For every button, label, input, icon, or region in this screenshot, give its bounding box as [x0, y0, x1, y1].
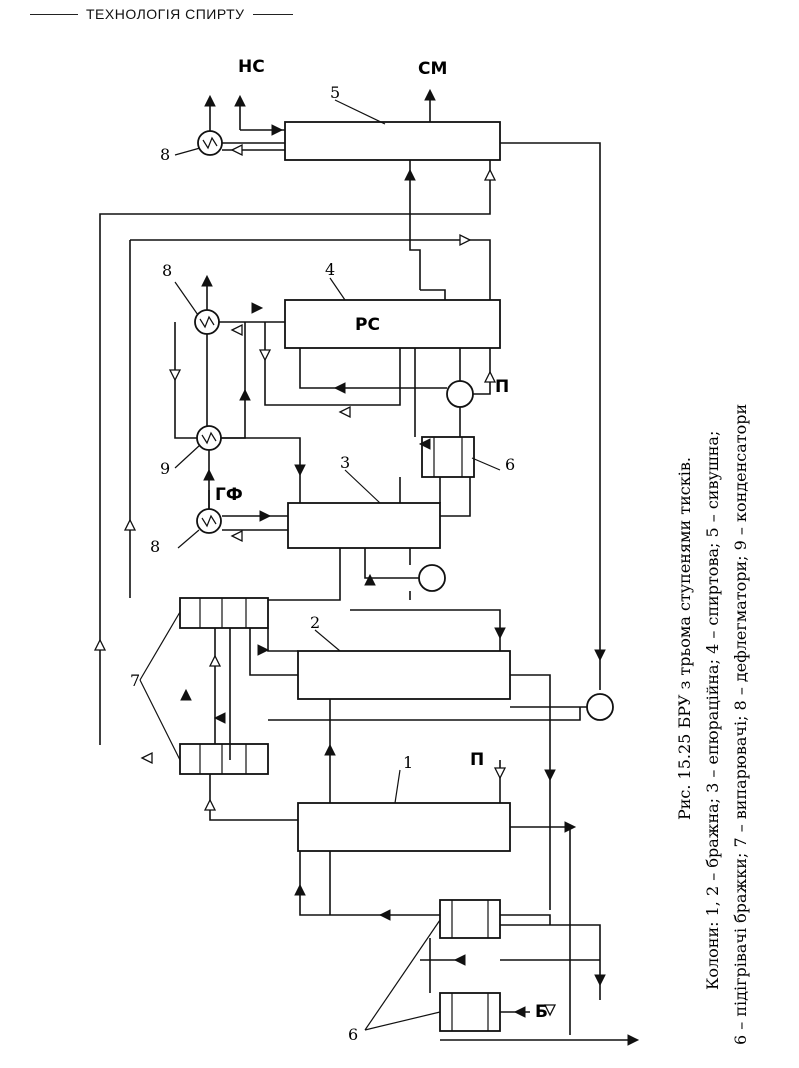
pump-column-4	[446, 380, 474, 408]
piping	[99, 96, 630, 1041]
label-pc: РС	[355, 315, 380, 335]
header-rule-left	[30, 13, 78, 15]
condenser-9	[196, 425, 222, 451]
caption-line-2: Колони: 1, 2 – бражна; 3 – епюраційна; 4…	[703, 431, 722, 990]
number-4: 4	[325, 260, 335, 279]
leader-lines	[139, 99, 501, 1031]
number-6-lower: 6	[348, 1025, 358, 1044]
number-2: 2	[310, 613, 320, 632]
number-8-low: 8	[150, 537, 160, 556]
column-3-epuratsiina	[287, 502, 441, 549]
label-b: Б	[535, 1002, 548, 1022]
label-gf: ГФ	[215, 485, 243, 505]
pump-main	[586, 693, 614, 721]
evaporator-7-upper	[179, 597, 269, 629]
dephlegmator-8-mid	[194, 309, 220, 335]
dephlegmator-8-low	[196, 508, 222, 534]
heater-6-lower-b	[439, 992, 501, 1032]
number-9: 9	[160, 459, 170, 478]
number-8-top: 8	[160, 145, 170, 164]
column-1-brazhna	[297, 802, 511, 852]
number-6-upper: 6	[505, 455, 515, 474]
number-8-mid: 8	[162, 261, 172, 280]
column-5-sivushna	[284, 121, 501, 161]
flow-arrows	[93, 88, 640, 1046]
column-2-brazhna	[297, 650, 511, 700]
running-header: ТЕХНОЛОГІЯ СПИРТУ	[30, 6, 293, 22]
label-p-upper: П	[495, 377, 509, 397]
header-rule-right	[252, 13, 293, 15]
pump-column-3	[418, 564, 446, 592]
caption-line-2-group: Колони: 1, 2 – бражна; 3 – епюраційна; 4…	[703, 431, 722, 990]
number-3: 3	[340, 453, 350, 472]
figure-caption: Рис. 15.25 БРУ з трьома ступенями тисків…	[675, 457, 694, 820]
caption-line-3-group: 6 – підігрівачі бражки; 7 – випарювачі; …	[731, 404, 750, 1045]
number-5: 5	[330, 83, 340, 102]
label-cm: СМ	[418, 59, 447, 79]
caption-line-3: 6 – підігрівачі бражки; 7 – випарювачі; …	[731, 404, 750, 1045]
dephlegmator-8-top	[197, 130, 223, 156]
number-1: 1	[403, 753, 413, 772]
evaporator-7-lower	[179, 743, 269, 775]
header-title: ТЕХНОЛОГІЯ СПИРТУ	[86, 6, 245, 22]
label-nc: НС	[238, 57, 265, 77]
label-p-lower: П	[470, 750, 484, 770]
heater-6-upper	[421, 436, 475, 478]
number-7: 7	[130, 671, 140, 690]
caption-line-1: Рис. 15.25 БРУ з трьома ступенями тисків…	[675, 457, 694, 820]
heater-6-lower-a	[439, 899, 501, 939]
column-4-spyrtova	[284, 299, 501, 349]
